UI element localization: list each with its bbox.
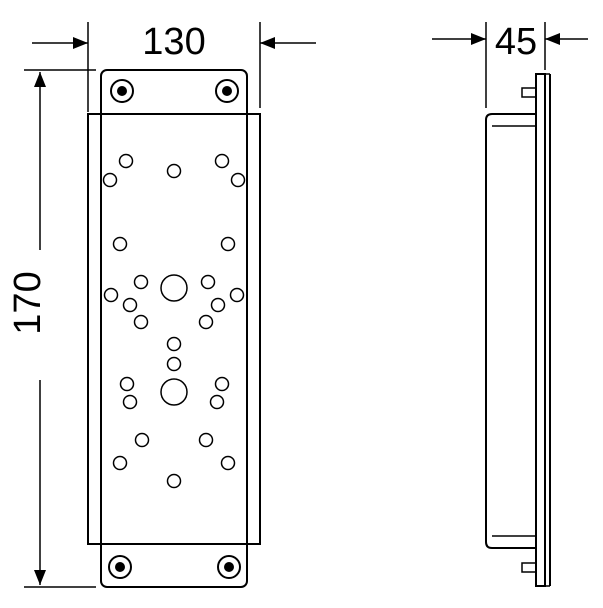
hole — [103, 287, 119, 303]
width-label: 130 — [142, 21, 205, 63]
hole — [229, 287, 245, 303]
hole — [102, 172, 118, 188]
hole — [209, 394, 225, 410]
side-view: 45 — [432, 21, 588, 587]
mounting-holes — [102, 153, 246, 489]
screw-icon — [110, 79, 134, 103]
hole — [220, 236, 236, 252]
screw-icon — [108, 555, 132, 579]
hole — [230, 172, 246, 188]
center-hole-upper — [160, 274, 188, 302]
hole — [166, 163, 182, 179]
hole — [119, 376, 135, 392]
hole — [133, 274, 149, 290]
hole — [118, 153, 134, 169]
hole — [112, 236, 128, 252]
hole — [166, 473, 182, 489]
hole — [122, 394, 138, 410]
front-view: 130 170 — [7, 21, 316, 588]
side-flange — [535, 73, 546, 587]
height-label: 170 — [7, 271, 49, 334]
screw-stub — [521, 562, 537, 573]
hole — [198, 314, 214, 330]
hole — [134, 432, 150, 448]
hole — [166, 356, 182, 372]
corner-screws — [108, 79, 241, 579]
depth-label: 45 — [495, 21, 537, 63]
hole — [112, 455, 128, 471]
hole — [166, 336, 182, 352]
mounting-plate — [100, 69, 248, 588]
hole — [214, 376, 230, 392]
hole — [220, 455, 236, 471]
depth-dimension: 45 — [432, 21, 588, 108]
hole — [214, 153, 230, 169]
hole — [198, 432, 214, 448]
hole — [210, 297, 226, 313]
height-dimension: 170 — [7, 69, 96, 588]
hole — [133, 314, 149, 330]
side-body — [485, 113, 537, 549]
screw-stub — [521, 87, 537, 98]
screw-icon — [215, 79, 239, 103]
screw-icon — [217, 555, 241, 579]
hole — [122, 297, 138, 313]
hole — [200, 274, 216, 290]
center-hole-lower — [160, 378, 188, 406]
mounting-frame — [87, 113, 261, 545]
width-dimension: 130 — [32, 21, 316, 112]
